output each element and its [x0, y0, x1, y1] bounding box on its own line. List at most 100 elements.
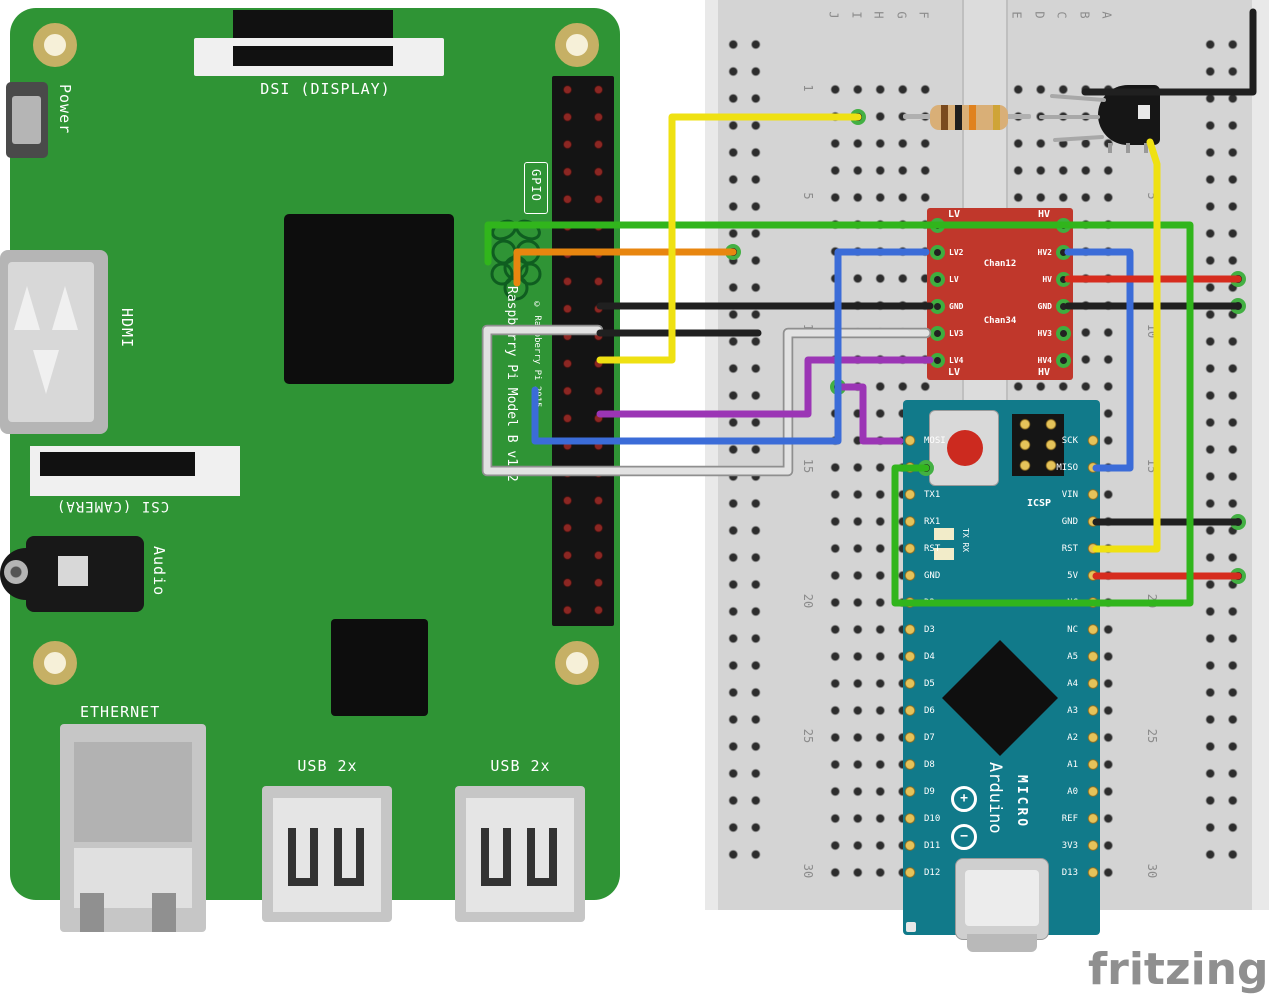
- led-tx: [934, 528, 954, 540]
- hv-pin-label: HV2: [1037, 248, 1052, 257]
- usb-port-detail: [527, 828, 557, 886]
- connection-point: [1230, 514, 1246, 530]
- reset-button[interactable]: [947, 430, 983, 466]
- usb-port-detail: [481, 828, 511, 886]
- arduino-logo-plus-icon: +: [951, 786, 977, 812]
- arduino-pin-label: D8: [924, 760, 935, 770]
- ethernet-inner: [74, 742, 192, 842]
- hv-header-top: HV: [1038, 209, 1051, 220]
- audio-jack-ring: [4, 560, 28, 584]
- column-label-f: F: [916, 11, 931, 19]
- connection-point: [1230, 271, 1246, 287]
- lv-pin[interactable]: [930, 218, 945, 233]
- arduino-right-pins[interactable]: [1083, 427, 1103, 889]
- arduino-pin-label: D4: [924, 652, 935, 662]
- audio-jack-detail: [58, 556, 88, 586]
- arduino-pin-label: 3V3: [1061, 841, 1078, 851]
- txrx-label: TX RX: [961, 528, 970, 553]
- lv-pin-label: LV2: [949, 248, 964, 257]
- ethernet-leg: [152, 893, 176, 932]
- arduino-brand-text: Arduino: [985, 762, 1005, 834]
- row-number: 20: [1145, 593, 1159, 609]
- arduino-pin-label: RST: [1061, 544, 1078, 554]
- arduino-model-text: MICRO: [1014, 775, 1029, 830]
- arduino-usb-inner: [965, 870, 1039, 926]
- usb-label-1: USB 2x: [297, 757, 358, 775]
- connection-point: [850, 109, 866, 125]
- soc-chip: [284, 214, 454, 384]
- sensor-leg: [1144, 143, 1148, 153]
- mounting-hole: [33, 23, 77, 67]
- hdmi-detail: [14, 286, 40, 330]
- arduino-pin-label: D10: [924, 814, 941, 824]
- chan12-label: Chan12: [983, 259, 1017, 269]
- arduino-pin-label: VIN: [1061, 490, 1078, 500]
- lv-pin[interactable]: [930, 353, 945, 368]
- pi-copyright-text: © Raspberry Pi 2015: [532, 300, 542, 408]
- usb-port-detail: [334, 828, 364, 886]
- connection-point: [1230, 568, 1246, 584]
- gpio-label-box: GPIO: [524, 162, 548, 214]
- lv-pin[interactable]: [930, 272, 945, 287]
- hv-pin[interactable]: [1056, 245, 1071, 260]
- arduino-pin-label: D9: [924, 787, 935, 797]
- arduino-pin-label: MOSI: [924, 436, 946, 446]
- hv-pin[interactable]: [1056, 353, 1071, 368]
- column-label-h: H: [871, 11, 886, 19]
- arduino-pin-label: RX1: [924, 517, 941, 527]
- breadboard-right-edge: [1252, 0, 1269, 910]
- dsi-label: DSI (DISPLAY): [260, 80, 391, 98]
- power-label: Power: [56, 84, 74, 135]
- row-number: 15: [801, 458, 815, 474]
- usb-ethernet-chip: [331, 619, 428, 716]
- sensor-leg: [1126, 143, 1130, 153]
- arduino-left-pins[interactable]: [900, 427, 920, 889]
- hdmi-detail: [52, 286, 78, 330]
- arduino-pin-label: GND: [924, 571, 941, 581]
- dsi-connector: [233, 10, 393, 40]
- lv-pin[interactable]: [930, 245, 945, 260]
- power-rail-right-holes[interactable]: [1199, 31, 1245, 871]
- arduino-pin-label: A1: [1067, 760, 1078, 770]
- sensor-marking: [1138, 105, 1150, 119]
- connection-point: [1230, 298, 1246, 314]
- hv-pin[interactable]: [1056, 326, 1071, 341]
- resistor-band: [941, 105, 948, 130]
- hv-pin[interactable]: [1056, 299, 1071, 314]
- connection-point: [830, 379, 846, 395]
- lv-pin[interactable]: [930, 326, 945, 341]
- arduino-pin-label: SCK: [1061, 436, 1078, 446]
- mounting-hole: [555, 23, 599, 67]
- level-converter-pcb: [927, 208, 1073, 380]
- connection-point: [918, 460, 934, 476]
- dsi-connector-slot: [233, 46, 393, 66]
- row-number: 25: [801, 728, 815, 744]
- column-label-c: C: [1054, 11, 1069, 19]
- row-number: 30: [1145, 863, 1159, 879]
- column-label-b: B: [1077, 11, 1092, 19]
- lv-pin-label: LV4: [949, 356, 964, 365]
- arduino-pin-label: A2: [1067, 733, 1078, 743]
- row-number: 30: [801, 863, 815, 879]
- gpio-label: GPIO: [529, 169, 543, 202]
- csi-label: CSI (CAMERA): [55, 498, 170, 514]
- row-number: 20: [801, 593, 815, 609]
- arduino-pin-label: D2: [924, 598, 935, 608]
- mounting-hole: [33, 641, 77, 685]
- resistor-band: [969, 105, 976, 130]
- hdmi-label: HDMI: [118, 308, 136, 349]
- lv-pin[interactable]: [930, 299, 945, 314]
- arduino-pin-label: D12: [924, 868, 941, 878]
- lv-pin-label: LV1: [949, 221, 964, 230]
- row-number: 15: [1145, 458, 1159, 474]
- hv-header-bottom: HV: [1038, 367, 1051, 378]
- hv-pin[interactable]: [1056, 218, 1071, 233]
- gpio-header[interactable]: [552, 76, 614, 626]
- column-label-e: E: [1009, 11, 1024, 19]
- resistor-band: [955, 105, 962, 130]
- temperature-sensor[interactable]: [1098, 85, 1160, 145]
- row-number: 25: [1145, 728, 1159, 744]
- hv-pin[interactable]: [1056, 272, 1071, 287]
- power-rail-left-holes[interactable]: [722, 31, 767, 871]
